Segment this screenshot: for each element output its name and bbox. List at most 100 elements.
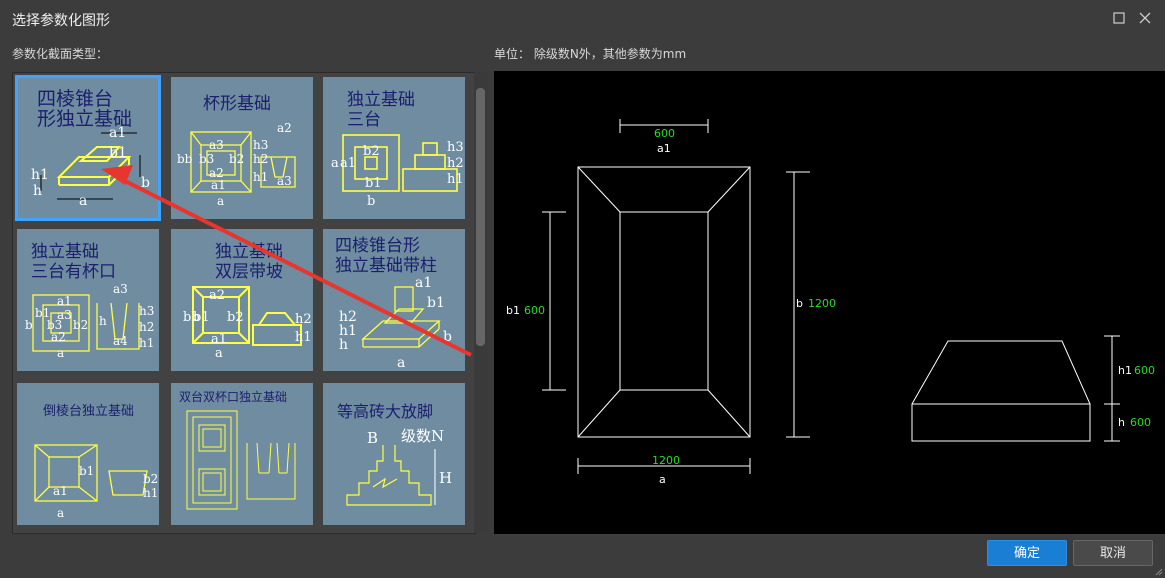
tile-label: a2 — [209, 166, 224, 180]
tile-label: a1 — [415, 275, 432, 291]
tile-label: a — [217, 194, 224, 208]
tile-brick-footing[interactable]: 等高砖大放脚 B 级数N H — [323, 383, 465, 525]
tile-cup-footing[interactable]: 杯形基础 a2 a3 h3 h2 h1 a3 bb b3 b2 a2 a1 — [171, 77, 313, 219]
tile-title: 四棱锥台形 — [335, 236, 420, 256]
tile-label: a2 — [51, 330, 66, 344]
tile-title: 四棱锥台 — [37, 88, 113, 110]
maximize-icon[interactable] — [1109, 8, 1129, 28]
tile-label: h1 — [253, 170, 268, 184]
tile-label: h1 — [295, 330, 312, 345]
dim-h-value: 600 — [1130, 416, 1151, 429]
tile-label: a3 — [277, 174, 292, 188]
tile-label: b2 — [229, 152, 244, 166]
tile-label: a — [397, 355, 405, 371]
tile-label: b2 — [227, 310, 244, 325]
tile-label: a — [57, 346, 64, 360]
tile-label: b — [141, 175, 150, 191]
dim-a-label: a — [659, 473, 666, 486]
tile-label: a2 — [277, 121, 292, 135]
tile-label: bb — [177, 152, 193, 166]
tile-label: a1 — [211, 332, 227, 347]
tile-title: 三台有杯口 — [31, 262, 116, 282]
tile-label: a3 — [57, 308, 72, 322]
title-bar: 选择参数化图形 — [0, 0, 1165, 38]
tile-label: a1 — [53, 484, 68, 498]
tile-label: h2 — [253, 152, 268, 166]
tile-label: h — [33, 183, 42, 199]
dim-a1-value: 600 — [654, 127, 675, 140]
tile-label: a3 — [209, 138, 224, 152]
tile-label: h1 — [31, 167, 49, 183]
tile-label: a1 — [109, 125, 126, 141]
tile-label: h — [99, 314, 107, 328]
tile-double-cup-footing[interactable]: 双台双杯口独立基础 — [171, 383, 313, 525]
shape-gallery: 四棱锥台 形独立基础 a1 b1 h1 h b a 杯形基础 — [12, 72, 476, 534]
tile-label: b2 — [73, 318, 88, 332]
tile-label: b1 — [109, 145, 127, 161]
tile-label: a — [331, 156, 339, 171]
dim-a1-label: a1 — [657, 142, 671, 155]
tile-title: 双台双杯口独立基础 — [179, 389, 287, 404]
dim-b-value: 1200 — [808, 297, 836, 310]
tile-label: h2 — [447, 156, 464, 171]
tile-label: a2 — [209, 288, 225, 303]
dim-h-label: h — [1118, 416, 1125, 429]
tile-label: h1 — [447, 172, 464, 187]
tile-label: h3 — [253, 138, 268, 152]
tile-label: b — [25, 318, 33, 332]
tile-label: a1 — [211, 178, 226, 192]
dim-b-label: b — [796, 297, 803, 310]
annotation-arrow — [101, 165, 472, 357]
dim-b1-label: b1 — [506, 304, 520, 317]
dim-h1-label: h1 — [1118, 364, 1132, 377]
tile-label: bb — [183, 310, 200, 325]
tile-pyramid-footing-with-column[interactable]: 四棱锥台形 独立基础带柱 a1 b1 h2 h1 h b a — [323, 229, 465, 371]
tile-label: b — [443, 329, 452, 345]
tile-title: 倒棱台独立基础 — [43, 403, 134, 419]
tile-label: b2 — [363, 144, 380, 159]
dialog-title: 选择参数化图形 — [12, 13, 110, 29]
section-type-label: 参数化截面类型： — [12, 47, 109, 61]
cancel-button[interactable]: 取消 — [1073, 540, 1153, 566]
tile-label: a — [215, 346, 223, 361]
shape-preview: 600 a1 b1 600 b 1200 1200 a h1 600 h 600 — [494, 71, 1165, 534]
tile-label: b1 — [193, 310, 210, 325]
tile-title: 三台 — [347, 110, 381, 130]
tile-label: b2 — [143, 472, 158, 486]
tile-title: 独立基础 — [347, 90, 415, 110]
tile-label: h2 — [339, 309, 357, 325]
dim-h1-value: 600 — [1134, 364, 1155, 377]
tile-label: a — [57, 506, 64, 520]
tile-label: b3 — [199, 152, 214, 166]
tile-title: 独立基础带柱 — [335, 256, 437, 276]
tile-double-layer-footing[interactable]: 独立基础 双层带坡 a2 bb b1 b2 a1 a h2 h1 — [171, 229, 313, 371]
tile-label: h1 — [139, 336, 154, 350]
tile-label: h1 — [143, 486, 158, 500]
tile-label: a — [79, 193, 87, 209]
tile-title: 独立基础 — [31, 242, 99, 262]
gallery-scrollbar-thumb[interactable] — [476, 88, 485, 346]
tile-three-step-footing[interactable]: 独立基础 三台 b2 a a1 b1 b h3 h2 h1 — [323, 77, 465, 219]
tile-title: 杯形基础 — [203, 94, 271, 114]
tile-inverted-prism-footing[interactable]: 倒棱台独立基础 b1 a1 a b2 h1 — [17, 383, 159, 525]
tile-label: b1 — [427, 295, 445, 311]
tile-label: a1 — [340, 156, 356, 171]
tile-label: h1 — [339, 323, 357, 339]
dim-b1-value: 600 — [524, 304, 545, 317]
tile-three-step-cup-footing[interactable]: 独立基础 三台有杯口 a1 a3 b1 a3 b b3 b2 a2 a h3 h — [17, 229, 159, 371]
tile-title: 等高砖大放脚 — [337, 402, 433, 421]
tile-label: 级数N — [401, 427, 444, 445]
tile-label: a3 — [113, 282, 128, 296]
close-icon[interactable] — [1135, 8, 1155, 28]
tile-label: a1 — [57, 294, 72, 308]
tile-title: 双层带坡 — [215, 262, 283, 282]
dim-a-value: 1200 — [652, 454, 680, 467]
unit-note: 单位： 除级数N外，其他参数为mm — [494, 47, 687, 61]
tile-label: b — [367, 194, 375, 209]
tile-label: h2 — [139, 320, 154, 334]
resize-grip-icon[interactable] — [1155, 568, 1163, 576]
tile-four-prism-pyramid-footing[interactable]: 四棱锥台 形独立基础 a1 b1 h1 h b a — [15, 75, 161, 221]
tile-label: h3 — [139, 304, 154, 318]
ok-button[interactable]: 确定 — [987, 540, 1067, 566]
tile-label: b1 — [35, 306, 50, 320]
